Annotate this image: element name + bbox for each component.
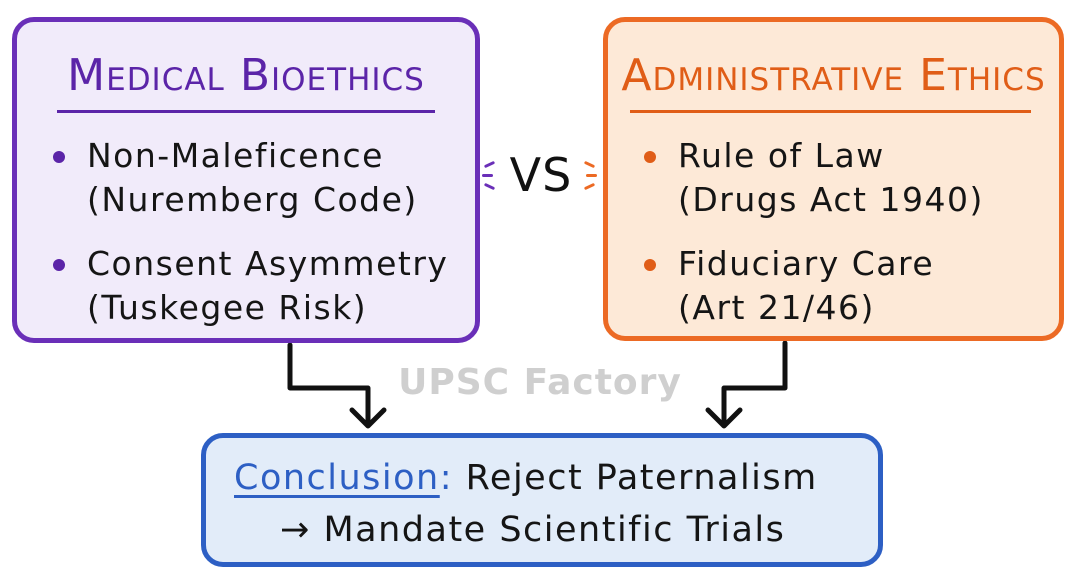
- conclusion-label: Conclusion: [234, 458, 440, 498]
- medical-bioethics-list: Non-Maleficence (Nuremberg Code) Consent…: [53, 134, 448, 350]
- title-underline: [630, 110, 1031, 113]
- title-underline: [57, 110, 435, 113]
- bullet-main-text: Fiduciary Care: [678, 244, 935, 283]
- emphasis-tick-icon: [583, 160, 596, 169]
- list-item: Rule of Law (Drugs Act 1940): [644, 134, 984, 222]
- bullet-main-text: Rule of Law: [678, 136, 885, 175]
- bullet-sub-text: (Art 21/46): [678, 288, 875, 327]
- arrow-right-to-conclusion: [721, 340, 788, 427]
- versus-marker: VS: [480, 145, 603, 205]
- emphasis-tick-icon: [586, 174, 597, 177]
- conclusion-outcome: Mandate Scientific Trials: [310, 510, 786, 550]
- administrative-ethics-title: Administrative Ethics: [621, 50, 1046, 101]
- conclusion-line-2: → Mandate Scientific Trials: [280, 510, 785, 550]
- conclusion-colon: :: [439, 458, 454, 498]
- emphasis-tick-icon: [583, 182, 596, 191]
- arrow-left-head: [349, 407, 387, 429]
- administrative-ethics-list: Rule of Law (Drugs Act 1940) Fiduciary C…: [644, 134, 984, 350]
- emphasis-tick-icon: [482, 174, 493, 177]
- list-item: Non-Maleficence (Nuremberg Code): [53, 134, 448, 222]
- arrow-right-head: [705, 407, 743, 429]
- bullet-icon: [53, 259, 65, 271]
- list-item: Consent Asymmetry (Tuskegee Risk): [53, 242, 448, 330]
- conclusion-line-1: Conclusion: Reject Paternalism: [234, 458, 818, 498]
- bullet-sub-text: (Tuskegee Risk): [87, 288, 368, 327]
- bullet-main-text: Consent Asymmetry: [87, 244, 449, 283]
- bullet-icon: [644, 259, 656, 271]
- bullet-sub-text: (Drugs Act 1940): [678, 180, 984, 219]
- bullet-icon: [53, 151, 65, 163]
- medical-bioethics-panel: Medical Bioethics Non-Maleficence (Nurem…: [12, 17, 480, 343]
- arrow-left-to-conclusion: [287, 342, 371, 427]
- emphasis-tick-icon: [483, 160, 496, 169]
- emphasis-tick-icon: [483, 182, 496, 191]
- medical-bioethics-title: Medical Bioethics: [67, 50, 425, 101]
- bullet-sub-text: (Nuremberg Code): [87, 180, 418, 219]
- administrative-ethics-panel: Administrative Ethics Rule of Law (Drugs…: [603, 17, 1064, 341]
- conclusion-panel: Conclusion: Reject Paternalism → Mandate…: [201, 433, 883, 567]
- list-item: Fiduciary Care (Art 21/46): [644, 242, 984, 330]
- vs-label: VS: [509, 148, 573, 202]
- conclusion-statement: Reject Paternalism: [453, 458, 818, 498]
- bullet-icon: [644, 151, 656, 163]
- bullet-main-text: Non-Maleficence: [87, 136, 384, 175]
- right-arrow-icon: →: [280, 510, 311, 550]
- watermark: UPSC Factory: [398, 362, 682, 403]
